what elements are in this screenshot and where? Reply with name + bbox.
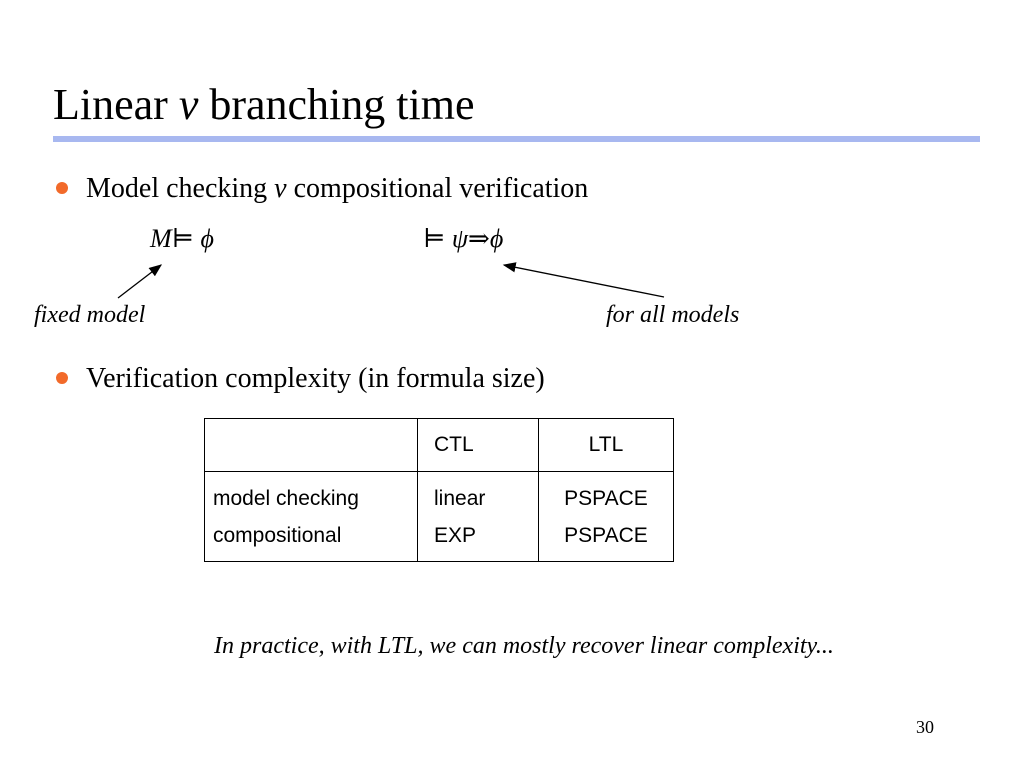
ctl-model-checking: linear bbox=[434, 487, 486, 510]
bullet-dot-icon bbox=[56, 371, 68, 384]
bullet-model-checking: Model checking v compositional verificat… bbox=[56, 172, 588, 206]
title-underline bbox=[53, 136, 980, 142]
arrow-all-models bbox=[502, 262, 665, 298]
row-label-model-checking: model checking bbox=[213, 487, 359, 510]
ltl-model-checking: PSPACE bbox=[564, 487, 648, 510]
header-empty bbox=[204, 418, 418, 472]
bullet-verification-complexity: Verification complexity (in formula size… bbox=[56, 362, 545, 396]
slide-title: Linear v branching time bbox=[53, 80, 475, 129]
arrow-fixed-model bbox=[117, 264, 163, 299]
ctl-values-cell: linear EXP bbox=[417, 471, 539, 562]
title-v: v bbox=[178, 80, 199, 129]
page-number: 30 bbox=[916, 717, 934, 737]
row-labels-cell: model checking compositional bbox=[204, 471, 418, 562]
table-row: model checking compositional linear EXP … bbox=[204, 471, 674, 562]
label-fixed-model: fixed model bbox=[34, 302, 146, 328]
row-label-compositional: compositional bbox=[213, 524, 342, 547]
bullet-dot-icon bbox=[56, 181, 68, 194]
complexity-table: CTL LTL model checking compositional lin… bbox=[204, 418, 674, 562]
header-ltl: LTL bbox=[538, 418, 674, 472]
table-header-row: CTL LTL bbox=[204, 418, 674, 472]
ltl-compositional: PSPACE bbox=[564, 524, 648, 547]
header-ctl: CTL bbox=[417, 418, 539, 472]
ltl-values-cell: PSPACE PSPACE bbox=[538, 471, 674, 562]
formula-compositional: ⊨ ψ⇒ϕ bbox=[423, 224, 504, 253]
label-for-all-models: for all models bbox=[606, 302, 740, 328]
ctl-compositional: EXP bbox=[434, 524, 477, 547]
formula-model-checking: M⊨ ϕ bbox=[150, 224, 214, 253]
footnote-practice: In practice, with LTL, we can mostly rec… bbox=[214, 633, 834, 659]
